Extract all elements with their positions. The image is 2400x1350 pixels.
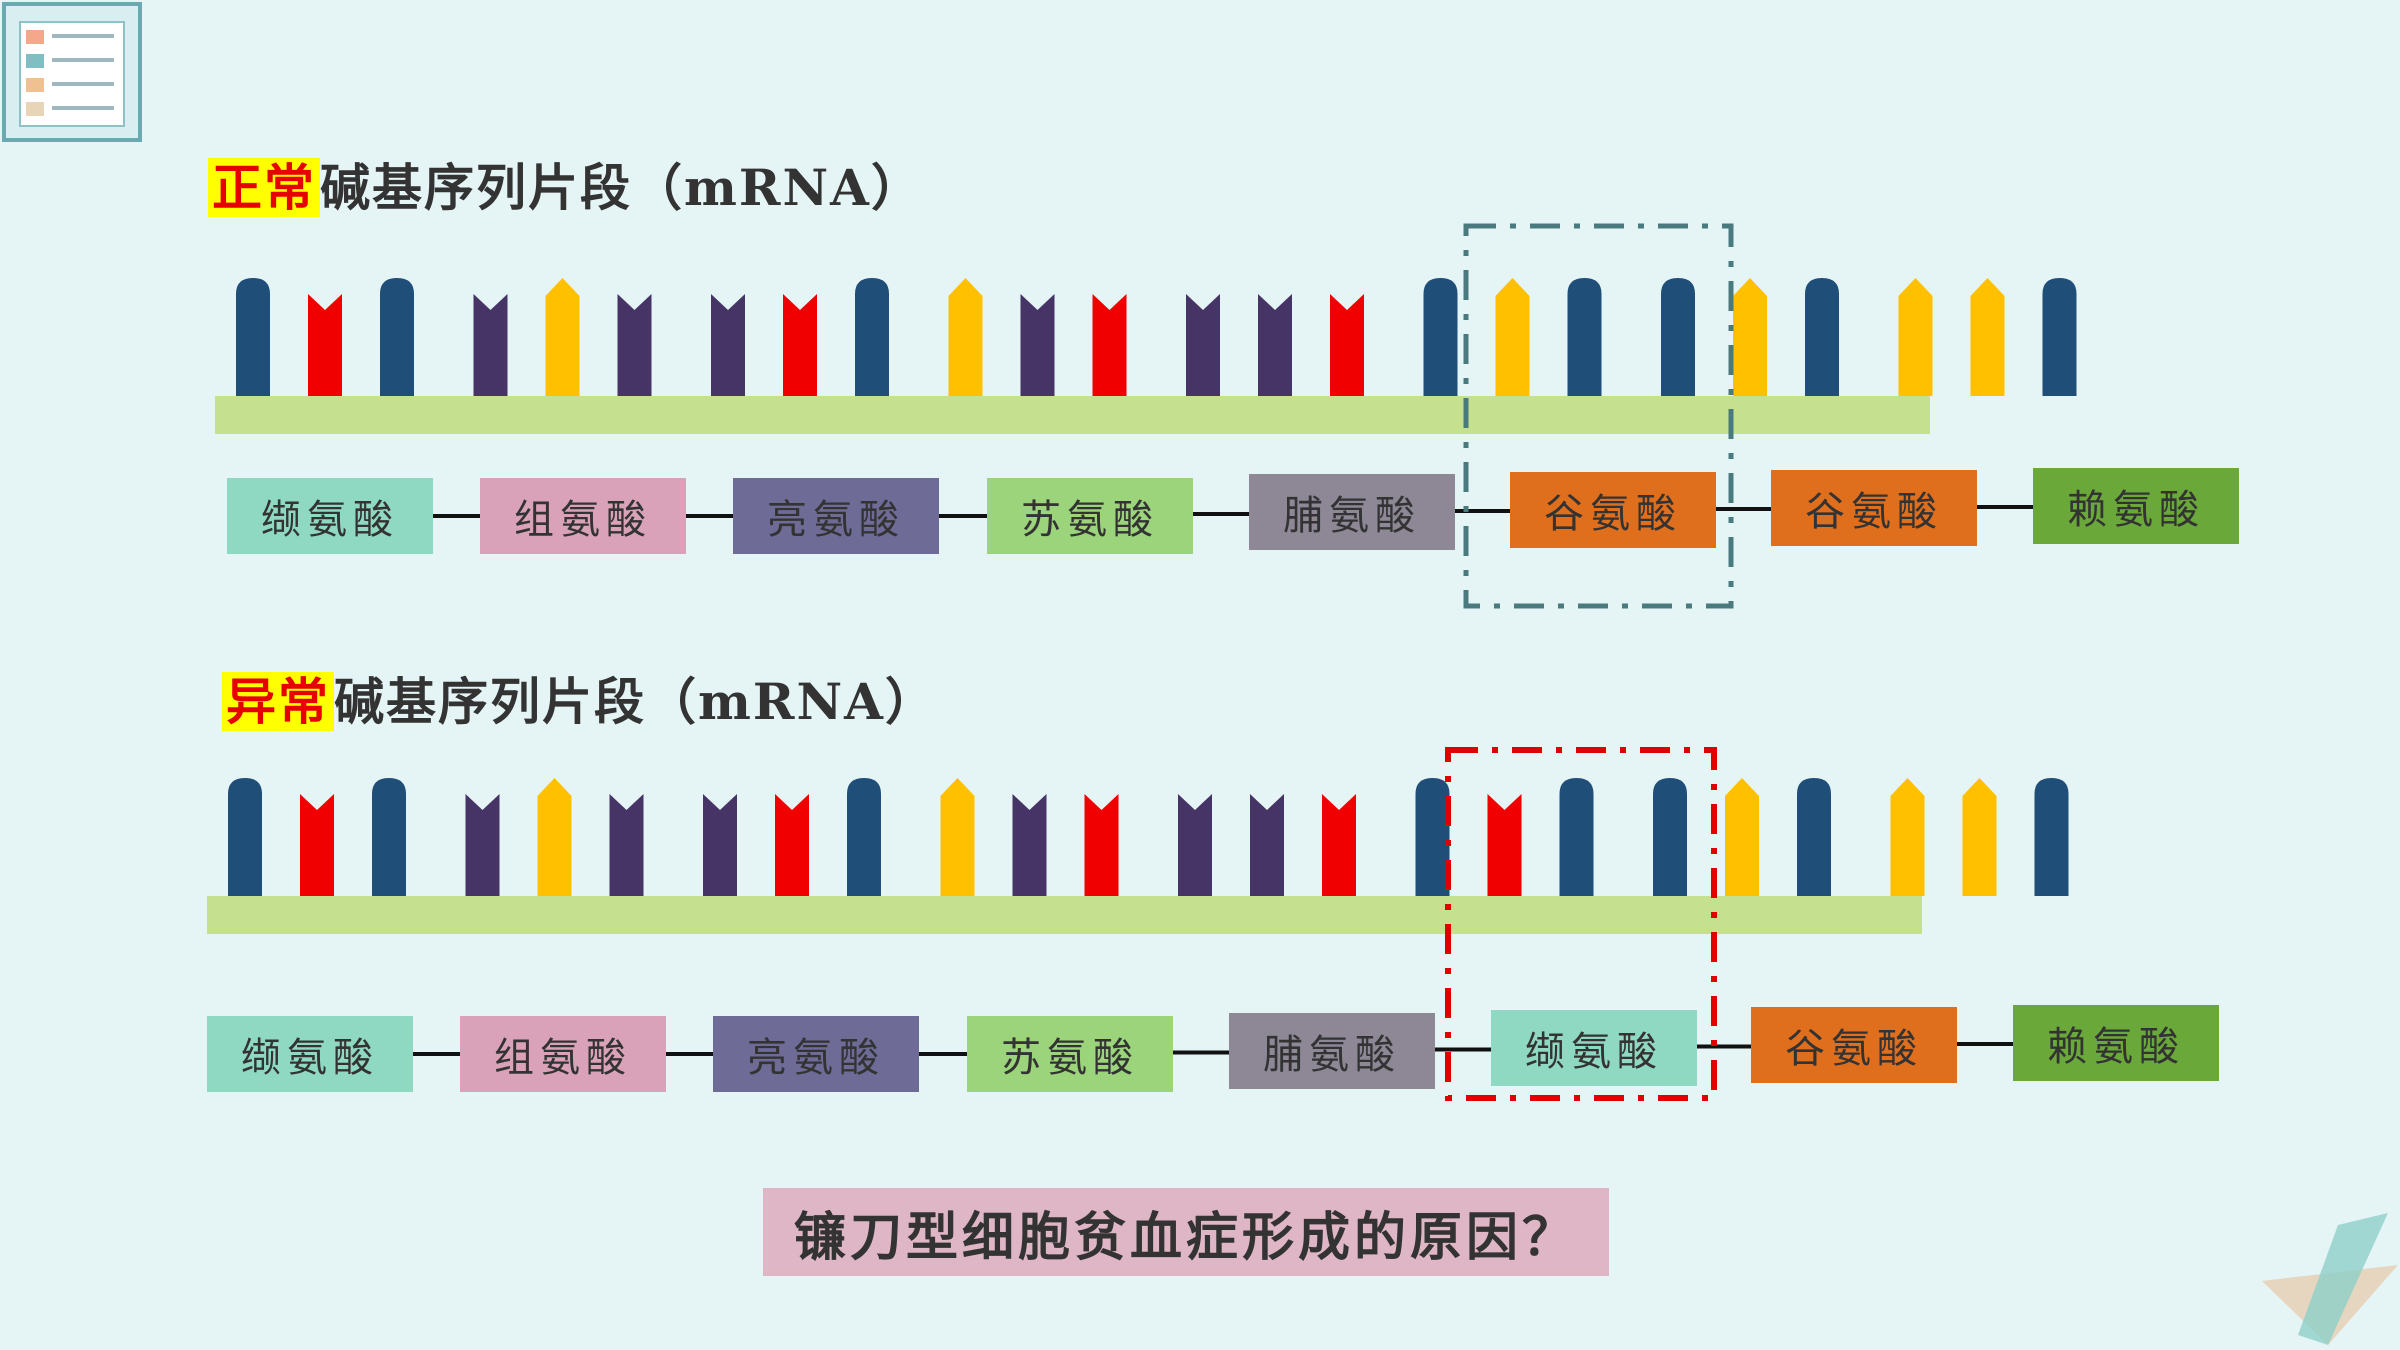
normal-base-8-A bbox=[783, 294, 817, 396]
normal-highlight: 正常 bbox=[208, 158, 320, 217]
normal-base-16-U bbox=[1423, 278, 1458, 396]
abnormal-base-12-A bbox=[1084, 794, 1119, 896]
abnormal-base-11-C bbox=[1012, 794, 1047, 896]
abnormal-base-9-U bbox=[847, 778, 881, 896]
normal-amino-acid-2: 组氨酸 bbox=[480, 478, 686, 554]
abnormal-base-16-U bbox=[1415, 778, 1450, 896]
normal-base-17-G bbox=[1495, 278, 1530, 396]
normal-base-2-A bbox=[308, 294, 342, 396]
abnormal-amino-acid-7: 谷氨酸 bbox=[1751, 1007, 1957, 1083]
normal-amino-acid-1: 缬氨酸 bbox=[227, 478, 433, 554]
question-box: 镰刀型细胞贫血症形成的原因？ bbox=[763, 1188, 1609, 1276]
abnormal-base-20-G bbox=[1725, 778, 1759, 896]
abnormal-base-19-U bbox=[1653, 778, 1687, 896]
abnormal-base-4-C bbox=[465, 794, 500, 896]
normal-base-13-C bbox=[1186, 294, 1220, 396]
abnormal-base-5-G bbox=[537, 778, 572, 896]
normal-amino-acid-8: 赖氨酸 bbox=[2033, 468, 2239, 544]
normal-backbone bbox=[215, 396, 1930, 434]
normal-section-title: 正常碱基序列片段（mRNA） bbox=[208, 148, 923, 220]
normal-amino-acid-5: 脯氨酸 bbox=[1249, 474, 1455, 550]
abnormal-base-21-U bbox=[1797, 778, 1831, 896]
normal-base-15-A bbox=[1330, 294, 1364, 396]
abnormal-amino-acid-4: 苏氨酸 bbox=[967, 1016, 1173, 1092]
normal-base-4-C bbox=[473, 294, 508, 396]
normal-base-12-A bbox=[1092, 294, 1127, 396]
abnormal-base-2-A bbox=[300, 794, 334, 896]
normal-codon-frame bbox=[1463, 223, 1734, 609]
normal-base-11-C bbox=[1020, 294, 1055, 396]
normal-base-21-U bbox=[1805, 278, 1839, 396]
abnormal-amino-acid-3: 亮氨酸 bbox=[713, 1016, 919, 1092]
abnormal-base-3-U bbox=[372, 778, 406, 896]
abnormal-title-rest: 碱基序列片段（mRNA） bbox=[334, 672, 937, 731]
abnormal-amino-acid-6: 缬氨酸 bbox=[1491, 1010, 1697, 1086]
normal-base-10-G bbox=[948, 278, 983, 396]
abnormal-base-23-G bbox=[1962, 778, 1997, 896]
abnormal-base-22-G bbox=[1890, 778, 1925, 896]
abnormal-section-title: 异常碱基序列片段（mRNA） bbox=[222, 662, 937, 734]
abnormal-base-10-G bbox=[940, 778, 975, 896]
abnormal-codon-frame bbox=[1445, 747, 1717, 1101]
normal-title-rest: 碱基序列片段（mRNA） bbox=[320, 158, 923, 217]
normal-base-9-U bbox=[855, 278, 889, 396]
normal-amino-acid-3: 亮氨酸 bbox=[733, 478, 939, 554]
normal-base-22-G bbox=[1898, 278, 1933, 396]
abnormal-amino-acid-2: 组氨酸 bbox=[460, 1016, 666, 1092]
normal-amino-acid-6: 谷氨酸 bbox=[1510, 472, 1716, 548]
normal-base-14-C bbox=[1258, 294, 1292, 396]
normal-amino-acid-7: 谷氨酸 bbox=[1771, 470, 1977, 546]
abnormal-amino-acid-8: 赖氨酸 bbox=[2013, 1005, 2219, 1081]
abnormal-amino-acid-1: 缬氨酸 bbox=[207, 1016, 413, 1092]
abnormal-backbone bbox=[207, 896, 1922, 934]
normal-base-18-U bbox=[1567, 278, 1602, 396]
abnormal-base-6-C bbox=[609, 794, 644, 896]
abnormal-amino-acid-5: 脯氨酸 bbox=[1229, 1013, 1435, 1089]
abnormal-base-15-A bbox=[1322, 794, 1356, 896]
clipboard-icon bbox=[2, 2, 142, 142]
normal-base-5-G bbox=[545, 278, 580, 396]
abnormal-highlight: 异常 bbox=[222, 672, 334, 731]
abnormal-base-1-U bbox=[228, 778, 262, 896]
abnormal-base-13-C bbox=[1178, 794, 1212, 896]
abnormal-base-14-C bbox=[1250, 794, 1284, 896]
normal-base-19-U bbox=[1661, 278, 1695, 396]
normal-base-7-C bbox=[711, 294, 745, 396]
abnormal-base-17-A bbox=[1487, 794, 1522, 896]
abnormal-base-8-A bbox=[775, 794, 809, 896]
normal-base-23-G bbox=[1970, 278, 2005, 396]
abnormal-base-24-U bbox=[2034, 778, 2069, 896]
normal-base-6-C bbox=[617, 294, 652, 396]
normal-amino-acid-4: 苏氨酸 bbox=[987, 478, 1193, 554]
normal-base-3-U bbox=[380, 278, 414, 396]
abnormal-base-18-U bbox=[1559, 778, 1594, 896]
abnormal-base-7-C bbox=[703, 794, 737, 896]
normal-base-1-U bbox=[236, 278, 270, 396]
ruler-icon bbox=[2262, 1213, 2398, 1345]
normal-base-24-U bbox=[2042, 278, 2077, 396]
normal-base-20-G bbox=[1733, 278, 1767, 396]
